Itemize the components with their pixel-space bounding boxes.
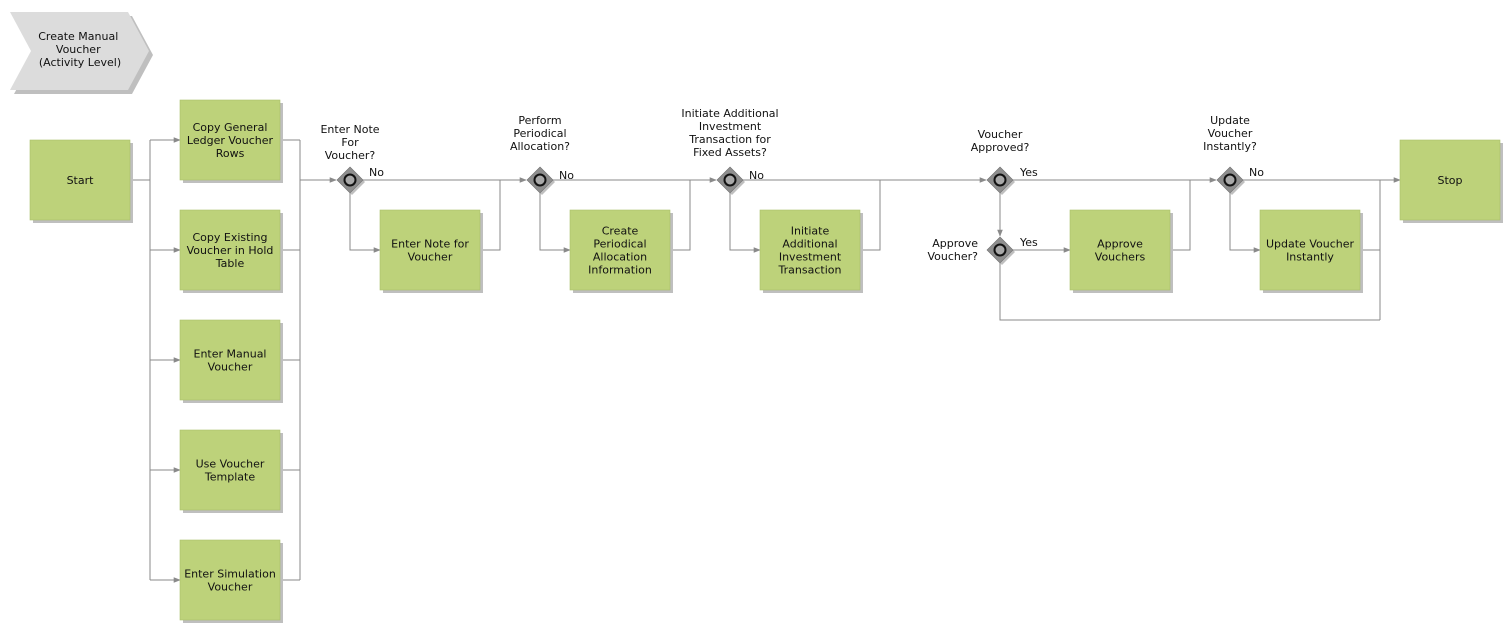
flow-label-no-1: No xyxy=(369,166,384,179)
flow-label-yes-2: Yes xyxy=(1019,236,1038,249)
gateway-update-instantly-marker xyxy=(1223,173,1237,187)
flow-label-no-4: No xyxy=(1249,166,1264,179)
stop-event[interactable]: Stop xyxy=(1399,139,1503,223)
flow-label-yes-1: Yes xyxy=(1019,166,1038,179)
gateway-periodical-allocation-marker xyxy=(533,173,547,187)
gateway-voucher-approved-marker xyxy=(993,173,1007,187)
flow-label-no-2: No xyxy=(559,169,574,182)
stop-event-label: Stop xyxy=(1437,174,1462,187)
flow-labels: No No No Yes Yes No xyxy=(369,166,1264,249)
gateway-additional-investment-marker xyxy=(723,173,737,187)
title-chevron: Create Manual Voucher (Activity Level) xyxy=(10,12,153,94)
start-event-label: Start xyxy=(67,174,95,187)
gateway-approve-voucher-marker xyxy=(993,243,1007,257)
gateway-enter-note-marker xyxy=(343,173,357,187)
connectors xyxy=(130,137,1401,583)
flow-label-no-3: No xyxy=(749,169,764,182)
title-chevron-text: Create Manual Voucher (Activity Level) xyxy=(38,30,122,69)
start-event[interactable]: Start xyxy=(29,139,133,223)
